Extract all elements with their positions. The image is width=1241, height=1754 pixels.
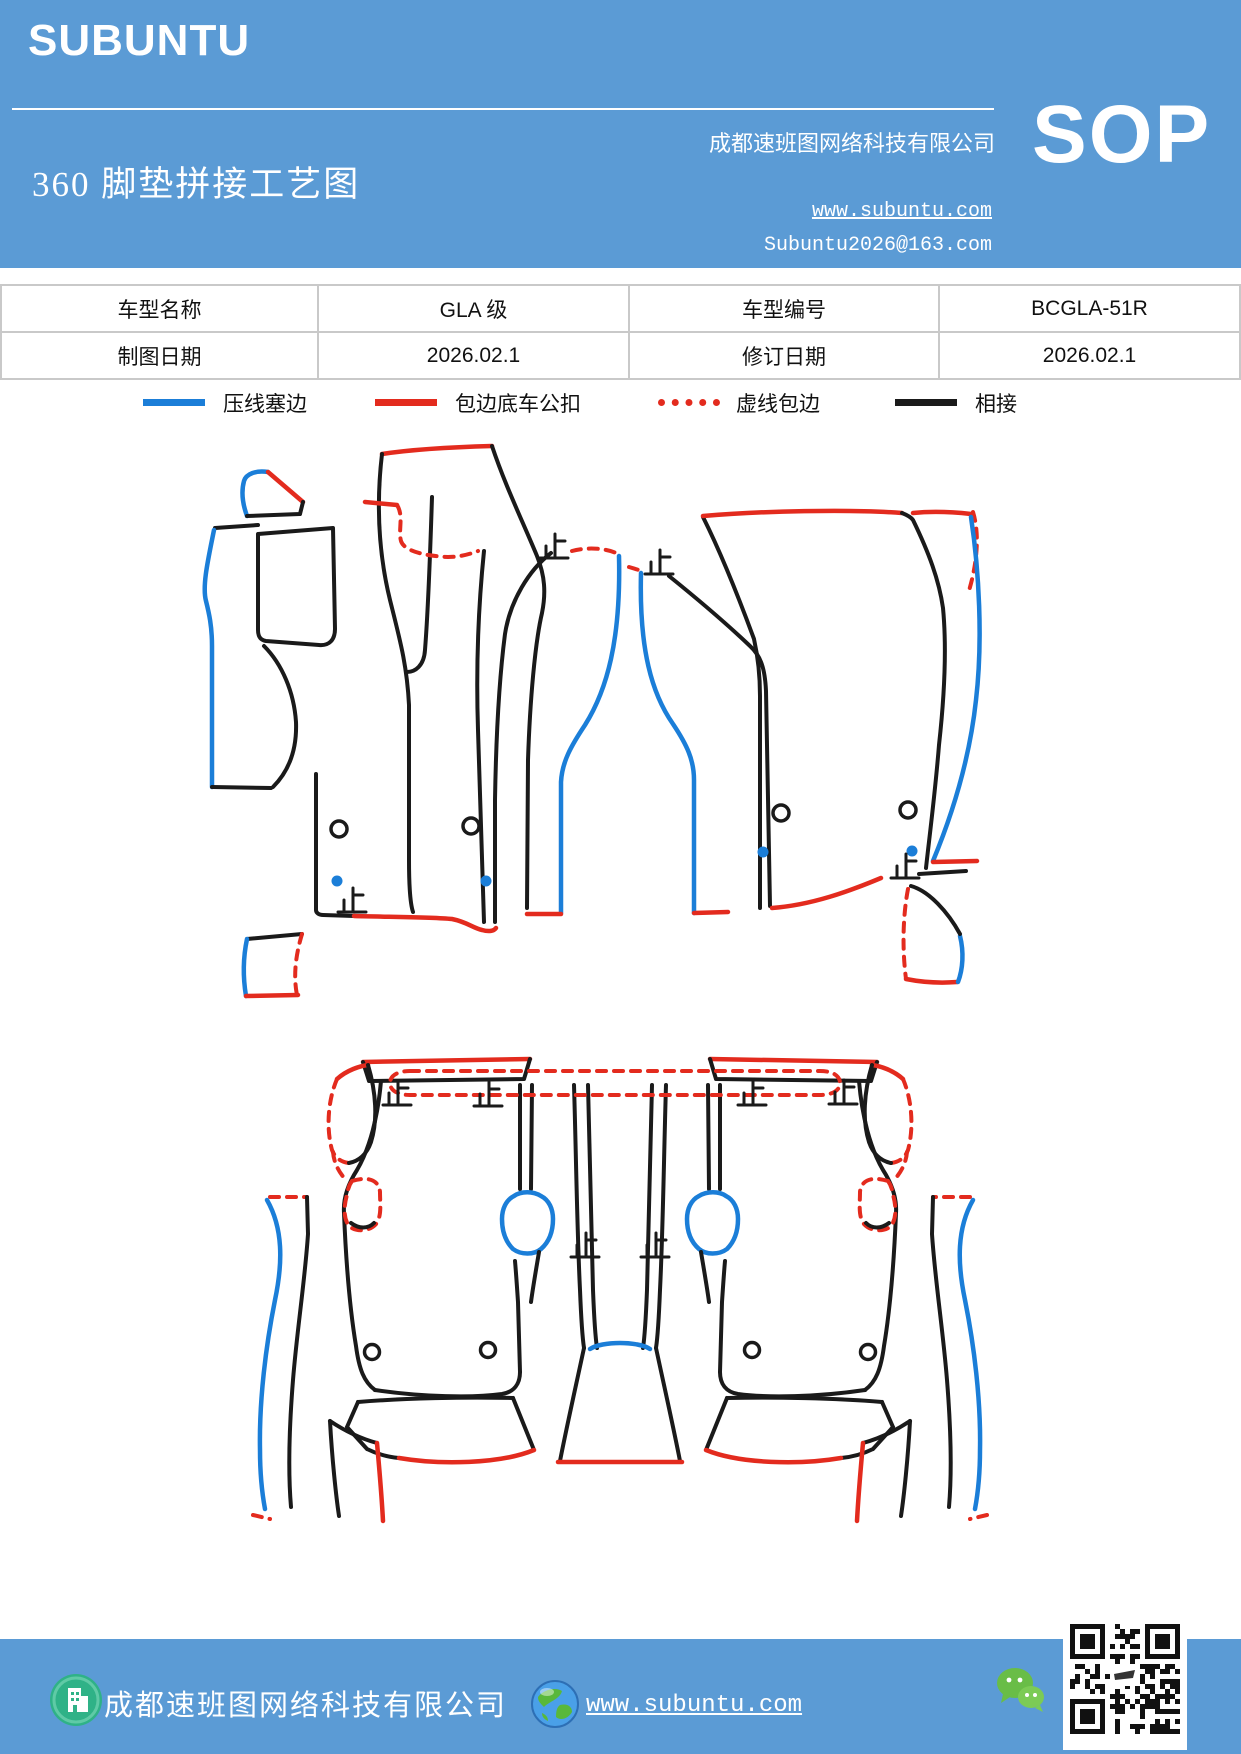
legend-label: 包边底车公扣 xyxy=(455,392,581,416)
header-website-link[interactable]: www.subuntu.com xyxy=(811,200,992,223)
front-mats-diagram xyxy=(202,443,982,999)
legend-item: 虚线包边 xyxy=(658,388,878,418)
legend-label: 虚线包边 xyxy=(736,392,820,416)
rear-mats-diagram xyxy=(251,1056,987,1524)
brand-logo: SUBUNTU xyxy=(28,16,251,65)
cell-model-code-label: 车型编号 xyxy=(628,284,940,333)
header: SUBUNTU 360 脚垫拼接工艺图 成都速班图网络科技有限公司 www.su… xyxy=(0,0,1241,268)
footer-website-link[interactable]: www.subuntu.com xyxy=(586,1692,803,1719)
black-line-swatch-icon xyxy=(895,399,957,406)
header-email: Subuntu2026@163.com xyxy=(763,234,992,257)
header-divider xyxy=(12,108,994,110)
table-row: 车型名称 GLA 级 车型编号 BCGLA-51R xyxy=(0,284,1241,333)
cell-draw-date-value: 2026.02.1 xyxy=(317,331,630,380)
qr-code xyxy=(1063,1608,1187,1750)
legend-item: 包边底车公扣 xyxy=(375,388,635,418)
legend-item: 相接 xyxy=(895,388,1075,418)
table-row: 制图日期 2026.02.1 修订日期 2026.02.1 xyxy=(0,331,1241,380)
cell-model-name-value: GLA 级 xyxy=(317,284,630,333)
red-line-swatch-icon xyxy=(375,399,437,406)
vehicle-info-table: 车型名称 GLA 级 车型编号 BCGLA-51R 制图日期 2026.02.1… xyxy=(0,284,1241,380)
red-dashed-swatch-icon xyxy=(658,399,720,406)
legend-label: 压线塞边 xyxy=(223,392,307,416)
sop-badge: SOP xyxy=(1032,89,1212,180)
cell-draw-date-label: 制图日期 xyxy=(0,331,319,380)
wechat-icon xyxy=(997,1668,1044,1712)
legend-label: 相接 xyxy=(975,392,1017,416)
cell-model-name-label: 车型名称 xyxy=(0,284,319,333)
header-company-name: 成都速班图网络科技有限公司 xyxy=(708,131,995,156)
footer-company-name: 成都速班图网络科技有限公司 xyxy=(104,1690,508,1722)
cell-revise-date-label: 修订日期 xyxy=(628,331,940,380)
page-title: 360 脚垫拼接工艺图 xyxy=(32,165,361,204)
cell-model-code-value: BCGLA-51R xyxy=(938,284,1241,333)
line-legend: 压线塞边 包边底车公扣 虚线包边 相接 xyxy=(0,388,1241,422)
globe-icon xyxy=(531,1680,579,1728)
blue-line-swatch-icon xyxy=(143,399,205,406)
legend-item: 压线塞边 xyxy=(143,388,373,418)
cell-revise-date-value: 2026.02.1 xyxy=(938,331,1241,380)
building-icon xyxy=(50,1674,102,1726)
